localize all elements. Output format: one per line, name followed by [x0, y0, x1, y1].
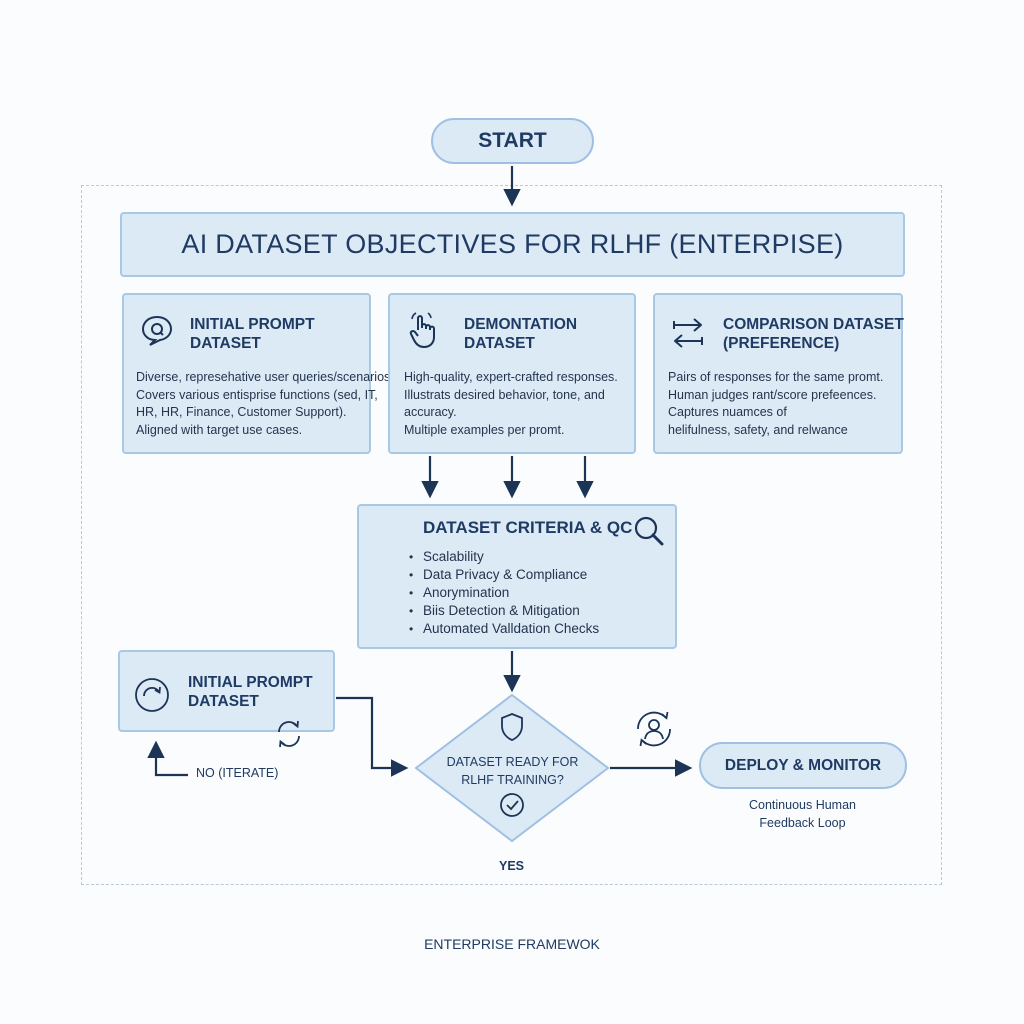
start-node: START	[431, 118, 594, 164]
card3-title-line2: (PREFERENCE)	[723, 335, 840, 352]
criteria-item: Automated Valldation Checks	[409, 620, 599, 638]
card1-line4: Aligned with target use cases.	[136, 422, 303, 437]
deploy-label: DEPLOY & MONITOR	[724, 756, 882, 774]
card2-title-line1: DEMONTATION	[464, 316, 578, 333]
card1-line1: Diverse, represehative user queries/scen…	[136, 370, 394, 384]
check-circle-icon	[500, 793, 524, 817]
iterate-title-line2: DATASET	[188, 693, 259, 710]
refresh-icon	[278, 720, 300, 748]
decision-text: DATASET READY FOR RLHF TRAINING?	[441, 753, 584, 789]
criteria-item: Data Privacy & Compliance	[409, 566, 599, 584]
card1-title-line2: DATASET	[190, 335, 261, 352]
hand-pointer-icon	[409, 312, 435, 348]
card1-title-line1: INITIAL PROMPT	[190, 316, 315, 333]
card2-line1: High-quality, expert-crafted responses.	[404, 370, 618, 384]
comparison-card-text: Pairs of responses for the same promt. H…	[668, 369, 900, 439]
criteria-title: DATASET CRITERIA & QC	[423, 518, 633, 537]
criteria-item: Biis Detection & Mitigation	[409, 602, 599, 620]
footer-caption: ENTERPRISE FRAMEWOK	[424, 936, 600, 952]
decision-diamond	[414, 693, 610, 843]
deploy-caption: Continuous Human Feedback Loop	[730, 796, 875, 832]
card2-line2: Illustrats desired behavior, tone, and a…	[404, 387, 605, 420]
card3-line1: Pairs of responses for the same promt.	[668, 370, 884, 384]
yes-label: YES	[499, 859, 525, 873]
card3-line4: helifulness, safety, and relwance	[668, 422, 848, 437]
compare-arrows-icon	[673, 318, 703, 348]
no-iterate-label: NO (ITERATE)	[196, 766, 279, 780]
comparison-card-title: COMPARISON DATASET (PREFERENCE)	[723, 315, 904, 353]
iterate-box-title: INITIAL PROMPT DATASET	[188, 673, 313, 711]
arrow-iterate-to-decision	[336, 696, 409, 777]
objectives-banner: AI DATASET OBJECTIVES FOR RLHF (ENTERPIS…	[120, 212, 905, 277]
demonstration-card-title: DEMONTATION DATASET	[464, 315, 577, 353]
objectives-title: AI DATASET OBJECTIVES FOR RLHF (ENTERPIS…	[181, 229, 844, 259]
initial-prompt-card-text: Diverse, represehative user queries/scen…	[136, 369, 396, 439]
decision-line1: DATASET READY FOR	[446, 755, 579, 769]
arrow-no-iterate	[147, 740, 188, 777]
deploy-caption-line2: Feedback Loop	[759, 816, 846, 830]
initial-prompt-card	[122, 293, 371, 454]
card3-title-line1: COMPARISON DATASET	[723, 316, 904, 333]
card2-line3: Multiple examples per promt.	[404, 422, 565, 437]
magnifier-icon	[634, 516, 664, 546]
card1-line3: HR, HR, Finance, Customer Support).	[136, 405, 347, 419]
deploy-monitor-node: DEPLOY & MONITOR	[699, 742, 907, 789]
card3-line2: Human judges rant/score prefeences.	[668, 387, 877, 402]
criteria-item: Anorymination	[409, 584, 599, 602]
criteria-item: Scalability	[409, 548, 599, 566]
chat-search-icon	[141, 315, 173, 346]
iterate-prompt-box	[118, 650, 335, 732]
user-refresh-icon	[637, 711, 671, 747]
iterate-title-line1: INITIAL PROMPT	[188, 674, 313, 691]
card3-line3: Captures nuamces of	[668, 405, 787, 419]
decision-line2: RLHF TRAINING?	[461, 773, 564, 787]
card2-title-line2: DATASET	[464, 335, 535, 352]
refresh-circle-icon	[135, 678, 169, 712]
deploy-caption-line1: Continuous Human	[748, 798, 856, 812]
start-label: START	[478, 129, 547, 152]
demonstration-card	[388, 293, 636, 454]
shield-icon	[501, 713, 523, 741]
card1-line2: Covers various entisprise functions (sed…	[136, 387, 378, 402]
criteria-list: Scalability Data Privacy & Compliance An…	[409, 548, 599, 638]
demonstration-card-text: High-quality, expert-crafted responses. …	[404, 369, 644, 439]
initial-prompt-card-title: INITIAL PROMPT DATASET	[190, 315, 315, 353]
